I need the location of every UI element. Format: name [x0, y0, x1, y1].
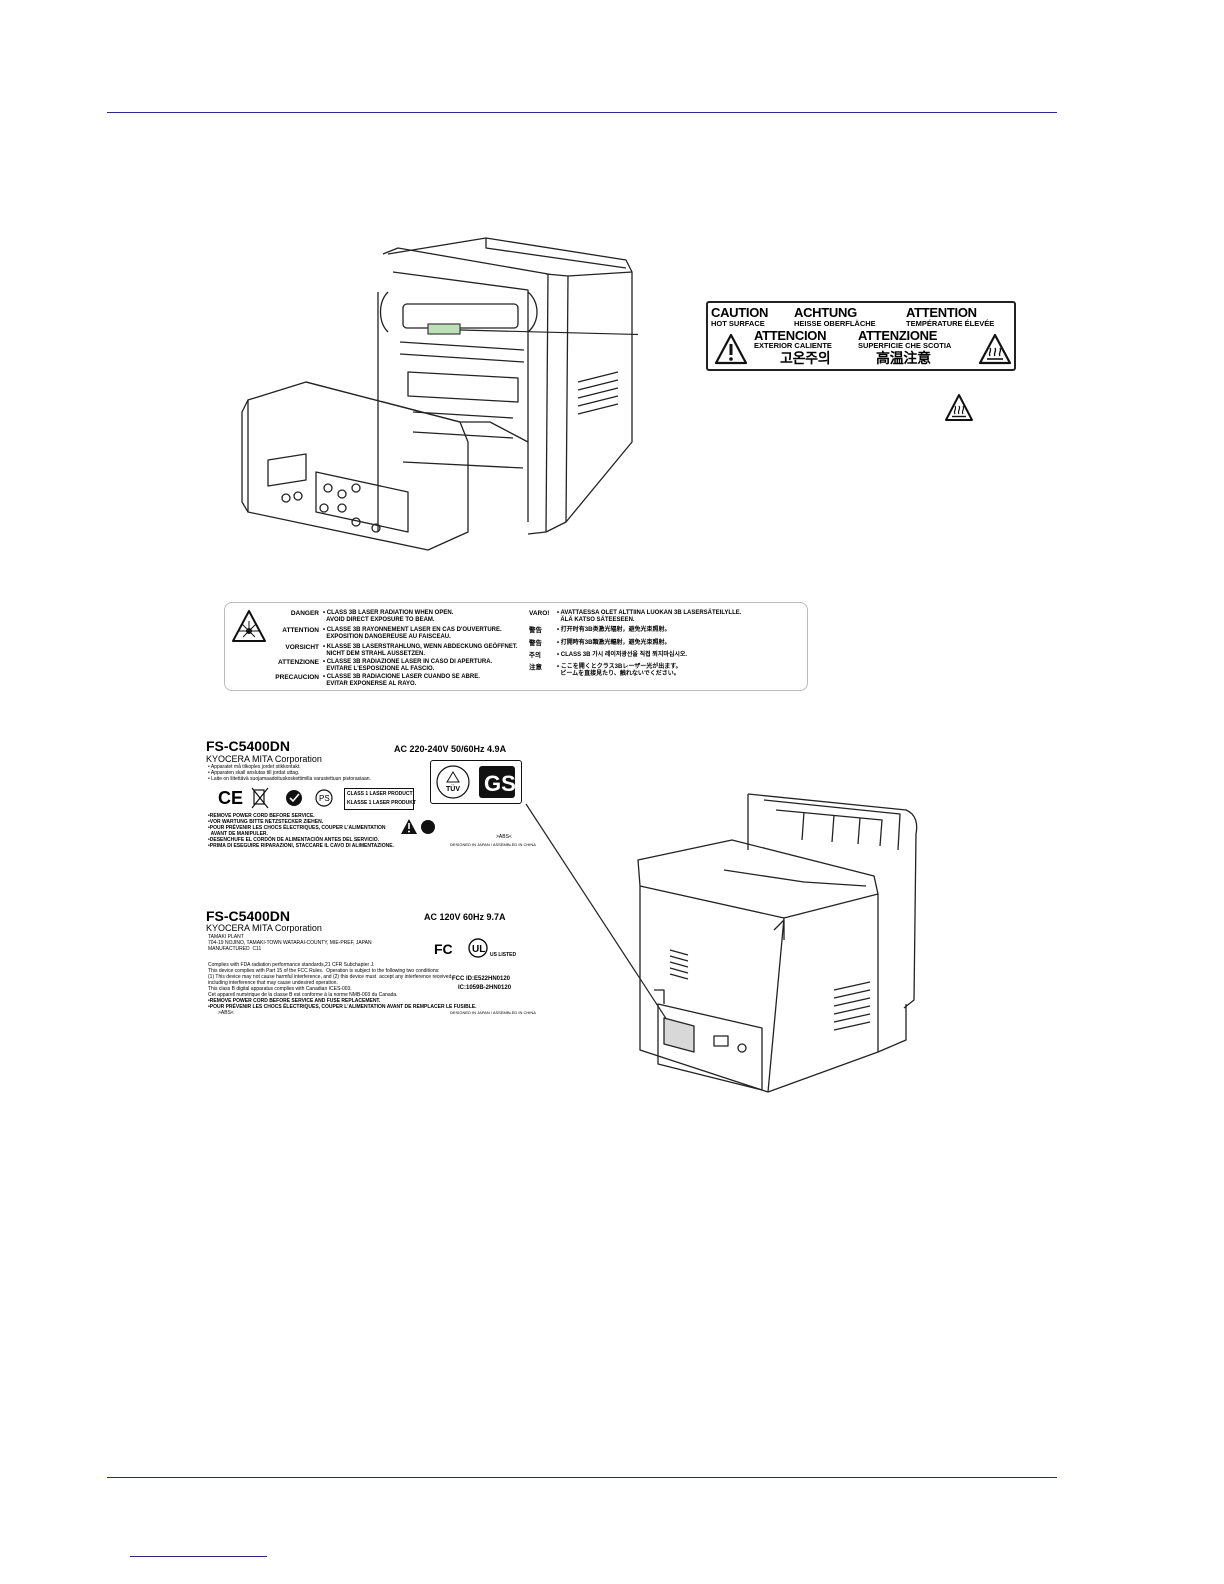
atencion-text: ATTENCION [754, 328, 827, 343]
fc-mark-text: FC [434, 941, 453, 957]
designed-text: DESIGNED IN JAPAN / ASSEMBLED IN CHINA [450, 842, 536, 847]
laser-lang-right: 警告 [529, 627, 542, 634]
laser-text-left: • CLASSE 3B RAYONNEMENT LASER EN CAS D'O… [323, 627, 502, 640]
electric-warning-icon [401, 819, 435, 834]
fcc-id: FCC ID:E522HN0120 [452, 976, 511, 982]
laser-lang-left: DANGER [290, 610, 319, 617]
laser-class-box: CLASS 1 LASER PRODUCT KLASSE 1 LASER PRO… [344, 788, 416, 810]
class1-text-a: CLASS 1 LASER PRODUCT [347, 791, 413, 797]
caution-text: CAUTION [711, 305, 769, 320]
laser-text-right: • 打开时有3B类激光辐射，避免光束照射。 [557, 627, 671, 633]
voltage-rating-2: AC 120V 60Hz 9.7A [424, 912, 506, 922]
laser-text-right: • AVATTAESSA OLET ALTTIINA LUOKAN 3B LAS… [557, 610, 742, 623]
achtung-text: ACHTUNG [794, 305, 857, 320]
hot-surface-symbol-icon [945, 394, 973, 421]
laser-text-left: • CLASSE 3B RADIACIONE LASER CUANDO SE A… [323, 674, 480, 687]
rating-label-us: FS-C5400DN AC 120V 60Hz 9.7A KYOCERA MIT… [206, 908, 536, 1020]
tuv-gs-box: TÜV GS [430, 760, 522, 804]
hot-surface-text: HOT SURFACE [711, 319, 765, 328]
ul-mark-text: UL [472, 944, 485, 955]
laser-warning-label: DANGER • CLASS 3B LASER RADIATION WHEN OP… [224, 602, 808, 691]
svg-text:PS: PS [319, 794, 330, 803]
gs-mark-icon: GS [479, 766, 516, 798]
designed-text-2: DESIGNED IN JAPAN / ASSEMBLED IN CHINA [450, 1010, 536, 1015]
hot-surface-triangle-icon [978, 333, 1012, 365]
laser-text-right: • CLASS 3B 가시 레이저광선을 직접 쬐지마십시오. [557, 652, 688, 658]
fuse-warnings: •REMOVE POWER CORD BEFORE SERVICE AND FU… [208, 998, 477, 1010]
manufacturer-name-2: KYOCERA MITA Corporation [206, 923, 322, 933]
manufacturer-name: KYOCERA MITA Corporation [206, 754, 322, 764]
tuv-mark-icon: TÜV [436, 765, 470, 799]
laser-lang-right: VARO! [529, 610, 550, 617]
laser-lang-left: VORSICHT [285, 644, 319, 651]
gs-text: GS [484, 771, 516, 796]
caution-label: CAUTION ACHTUNG ATTENTION HOT SURFACE HE… [706, 301, 1016, 371]
abs-mark-2: >ABS< [218, 1010, 234, 1016]
abs-mark: >ABS< [496, 834, 512, 840]
svg-text:CE: CE [218, 788, 243, 808]
rating-label-eu: FS-C5400DN AC 220-240V 50/60Hz 4.9A KYOC… [206, 738, 536, 856]
laser-lang-left: PRECAUCION [275, 674, 319, 681]
laser-text-left: • KLASSE 3B LASERSTRAHLUNG, WENN ABDECKU… [323, 644, 518, 657]
superficie-text: SUPERFICIE CHE SCOTIA [858, 341, 952, 350]
laser-lang-right: 警告 [529, 640, 542, 647]
header-rule [107, 112, 1057, 113]
fcc-compliance-text: Complies with FDA radiation performance … [208, 962, 453, 998]
laser-warning-icon [232, 610, 266, 642]
temperature-text: TEMPÉRATURE ÉLEVÉE [906, 319, 995, 328]
laser-lang-right: 주의 [529, 652, 541, 659]
us-listed-text: US LISTED [490, 952, 517, 958]
laser-text-left: • CLASSE 3B RADIAZIONE LASER IN CASO DI … [323, 659, 493, 672]
laser-lang-left: ATTENTION [282, 627, 319, 634]
fcc-ul-marks: FC UL US LISTED [434, 938, 517, 958]
plant-address: TAMAKI PLANT 704-19 NOJINO, TAMAKI-TOWN … [208, 934, 372, 952]
class1-text-b: KLASSE 1 LASER PRODUKT [347, 800, 416, 806]
laser-text-right: • ここを開くとクラス3Bレーザー光が出ます。 ビームを直接見たり、触れないでく… [557, 664, 682, 677]
footer-rule [107, 1477, 1057, 1478]
page-number-underline [130, 1556, 267, 1557]
printer-front-illustration [241, 237, 638, 551]
tuv-text: TÜV [446, 784, 460, 793]
model-name-2: FS-C5400DN [206, 908, 291, 924]
chinese-text: 高温注意 [876, 350, 931, 366]
attenzione-text: ATTENZIONE [858, 328, 938, 343]
ic-number: IC:1059B-2HN0120 [458, 985, 512, 991]
model-name: FS-C5400DN [206, 738, 291, 754]
voltage-rating: AC 220-240V 50/60Hz 4.9A [394, 744, 507, 754]
warning-triangle-icon [714, 333, 748, 365]
heisse-text: HEISSE OBERFLÄCHE [794, 319, 876, 328]
grounding-notes: • Apparatet må tilkoples jordet stikkont… [208, 764, 371, 782]
service-warnings: •REMOVE POWER CORD BEFORE SERVICE. •VOR … [208, 813, 394, 849]
printer-rear-illustration [637, 793, 918, 1093]
certification-marks: CE PS [218, 787, 333, 809]
attention-text: ATTENTION [906, 305, 977, 320]
laser-text-left: • CLASS 3B LASER RADIATION WHEN OPEN. AV… [323, 610, 454, 623]
korean-text: 고온주의 [780, 350, 831, 366]
laser-lang-right: 注意 [529, 664, 542, 671]
laser-lang-left: ATTENZIONE [277, 659, 319, 666]
laser-text-right: • 打開時有3B類激光輻射，避免光束照射。 [557, 640, 671, 646]
exterior-text: EXTERIOR CALIENTE [754, 341, 832, 350]
